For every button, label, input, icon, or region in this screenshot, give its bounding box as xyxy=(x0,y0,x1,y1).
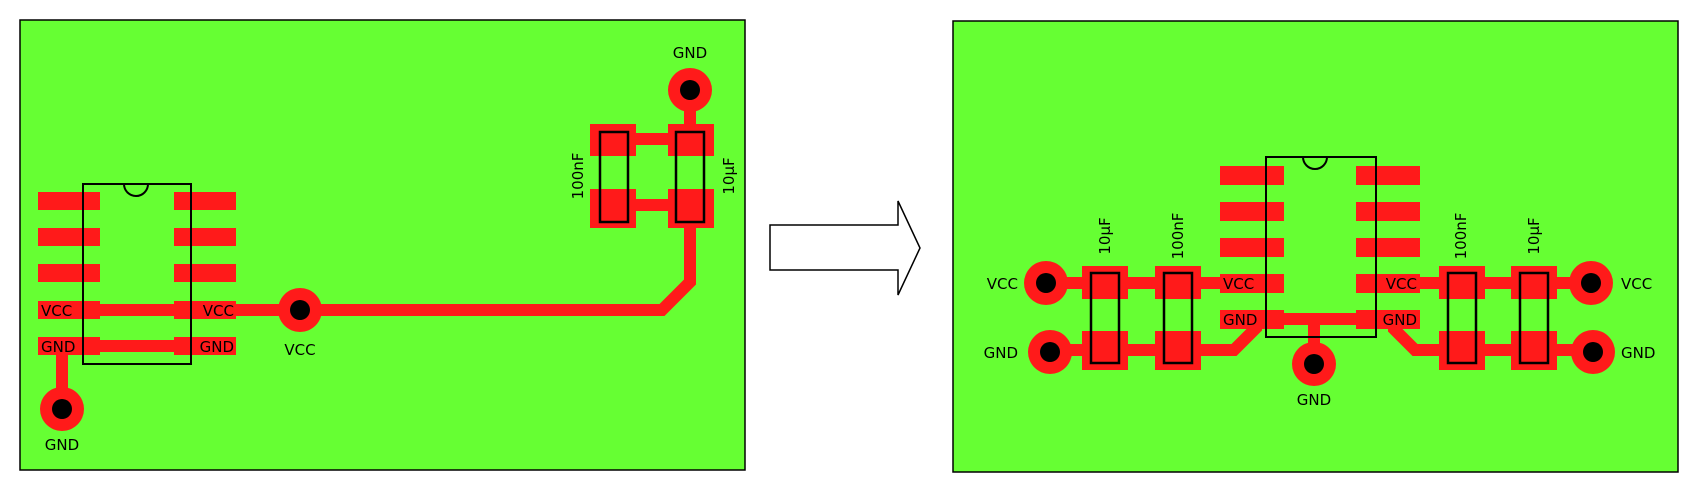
ic-pad xyxy=(174,228,236,246)
label-cap-100n: 100nF xyxy=(1169,213,1187,260)
label-gnd: GND xyxy=(984,344,1018,362)
ic-pad xyxy=(38,228,100,246)
ic-pad xyxy=(1356,238,1420,257)
cap-10u-left-pad-top xyxy=(1082,266,1128,299)
via-gnd-center-drill xyxy=(1304,354,1324,374)
via-vcc-left-drill xyxy=(1036,273,1056,293)
board-before-caps xyxy=(590,124,714,228)
ic-pad-vcc xyxy=(174,301,236,319)
board-after-substrate xyxy=(952,20,1679,473)
ic-notch xyxy=(123,183,149,197)
board-before-ic-pads xyxy=(38,192,236,355)
board-before-substrate xyxy=(19,19,746,471)
board-after-caps xyxy=(1082,266,1557,370)
label-vcc: VCC xyxy=(987,275,1018,293)
label-gnd: GND xyxy=(1383,311,1417,329)
trace-vcc-to-cap xyxy=(300,215,696,316)
transition-arrow xyxy=(769,200,921,296)
cap-100n-right-body xyxy=(1446,271,1478,365)
board-before-ic-outline xyxy=(82,183,192,365)
board-after-ic-outline xyxy=(1265,156,1377,338)
board-before: GND 100nF 10µF VCC GND VCC GND VCC GND xyxy=(19,19,746,471)
ic-pad xyxy=(174,264,236,282)
via-gnd-top-drill xyxy=(680,80,700,100)
ic-pad-gnd xyxy=(1220,310,1284,329)
cap-100n-left-body xyxy=(1162,271,1194,365)
ic-body xyxy=(82,183,192,365)
via-gnd-right-drill xyxy=(1583,342,1603,362)
label-gnd: GND xyxy=(1297,391,1331,409)
ic-pad xyxy=(174,192,236,210)
ic-pad xyxy=(1220,166,1284,185)
label-gnd: GND xyxy=(1621,344,1655,362)
ic-pad-gnd xyxy=(174,337,236,355)
label-cap-100n: 100nF xyxy=(1452,213,1470,260)
label-vcc: VCC xyxy=(284,341,315,359)
label-cap-10u: 10µF xyxy=(1525,217,1543,254)
label-vcc: VCC xyxy=(1386,275,1417,293)
label-cap-100n: 100nF xyxy=(569,153,587,200)
ic-pad xyxy=(1220,202,1284,221)
ic-pad-gnd xyxy=(1356,310,1420,329)
cap-10u-right-body xyxy=(1518,271,1550,365)
via-gnd-left-drill xyxy=(1040,342,1060,362)
ic-pad-vcc xyxy=(38,301,100,319)
label-vcc: VCC xyxy=(1621,275,1652,293)
ic-body xyxy=(1265,156,1377,338)
label-gnd: GND xyxy=(1223,311,1257,329)
label-vcc: VCC xyxy=(203,302,234,320)
ic-pad xyxy=(1220,238,1284,257)
cap-10u-body xyxy=(674,130,706,224)
via-gnd-left-drill xyxy=(52,399,72,419)
board-after: VCC GND 10µF 100nF VCC GND VCC GND GND 1… xyxy=(952,20,1679,473)
ic-notch xyxy=(1302,156,1328,170)
cap-100n-right-pad-top xyxy=(1439,266,1485,299)
label-cap-10u: 10µF xyxy=(720,157,738,194)
via-vcc-right-drill xyxy=(1581,273,1601,293)
board-after-ic-pads xyxy=(1220,166,1420,329)
ic-pad xyxy=(1356,166,1420,185)
board-before-vias xyxy=(40,68,712,431)
board-before-labels: GND 100nF 10µF VCC GND VCC GND VCC GND xyxy=(41,44,738,454)
via-vcc-drill xyxy=(290,300,310,320)
board-after-vias xyxy=(1024,261,1615,386)
ic-pad-vcc xyxy=(1220,274,1284,293)
board-after-labels: VCC GND 10µF 100nF VCC GND VCC GND GND 1… xyxy=(984,213,1656,409)
cap-100n-left-pad-top xyxy=(1155,266,1201,299)
ic-pad xyxy=(38,192,100,210)
ic-pad-vcc xyxy=(1356,274,1420,293)
label-gnd: GND xyxy=(41,338,75,356)
cap-10u-left-body xyxy=(1089,271,1121,365)
label-vcc: VCC xyxy=(1223,275,1254,293)
ic-pad xyxy=(38,264,100,282)
label-gnd: GND xyxy=(673,44,707,62)
label-gnd: GND xyxy=(45,436,79,454)
ic-pad xyxy=(1356,202,1420,221)
ic-pad-gnd xyxy=(38,337,100,355)
label-cap-10u: 10µF xyxy=(1096,217,1114,254)
label-gnd: GND xyxy=(200,338,234,356)
cap-100n-body xyxy=(598,130,630,224)
label-vcc: VCC xyxy=(41,302,72,320)
cap-10u-right-pad-top xyxy=(1511,266,1557,299)
